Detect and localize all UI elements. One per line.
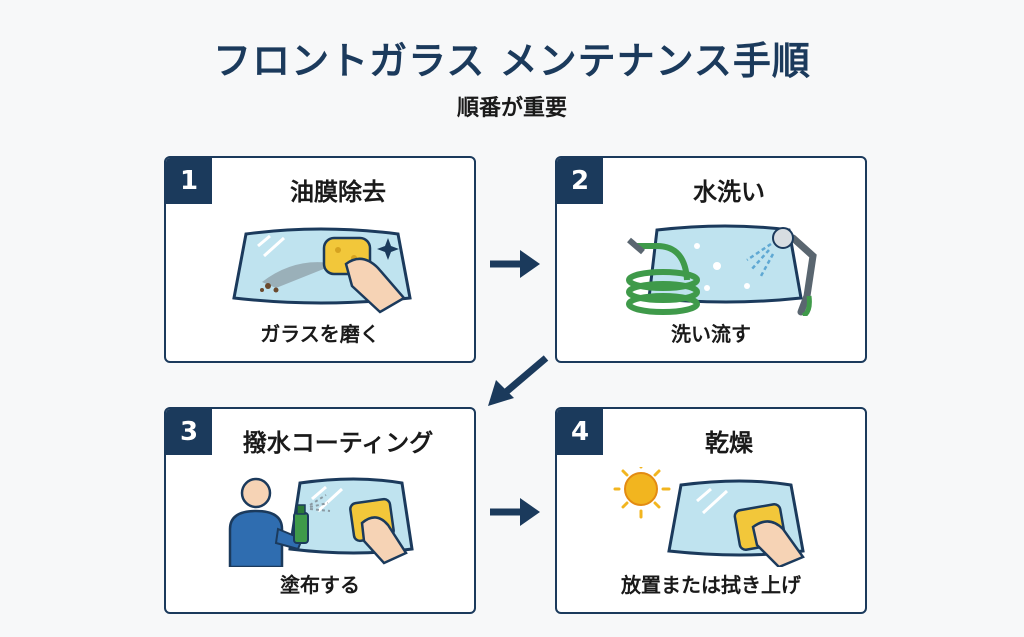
step-card-1: 1 油膜除去 ガラスを磨く	[164, 156, 476, 363]
step-number-badge: 4	[557, 409, 603, 455]
step-number-badge: 2	[557, 158, 603, 204]
hand-icon	[751, 520, 805, 567]
person-body	[228, 509, 284, 567]
step-title: 乾燥	[705, 429, 753, 457]
arrow-right-icon	[490, 250, 540, 278]
step-title: 水洗い	[693, 178, 765, 206]
step-number-badge: 3	[166, 409, 212, 455]
shower-head-icon	[789, 234, 817, 316]
step-caption: 塗布する	[280, 573, 360, 597]
step-title: 油膜除去	[290, 178, 386, 206]
arrow-right-icon	[490, 498, 540, 526]
spray-bottle-icon	[293, 512, 309, 544]
sun-icon	[613, 467, 671, 519]
step-caption: ガラスを磨く	[260, 322, 380, 346]
drying-illustration	[613, 467, 805, 567]
page-title: フロントガラス メンテナンス手順	[213, 39, 811, 83]
arrow-down-left-icon	[488, 355, 549, 406]
windshield-polishing-illustration	[232, 227, 412, 314]
page-subtitle: 順番が重要	[456, 96, 567, 121]
step-card-2: 2 水洗い 洗い流す	[555, 156, 867, 363]
oil-film-smear	[262, 262, 336, 288]
sparkle-icon	[377, 238, 399, 260]
step-number-badge: 1	[166, 158, 212, 204]
step-card-4: 4 乾燥 放置または拭き上げ	[555, 407, 867, 614]
step-caption: 洗い流す	[671, 322, 751, 346]
water-spray	[746, 242, 775, 277]
hand-icon	[360, 516, 408, 565]
hose-reel-icon	[626, 281, 700, 303]
coating-illustration	[228, 477, 414, 567]
step-title: 撥水コーティング	[242, 429, 434, 457]
person-head	[240, 477, 272, 509]
step-card-3: 3 撥水コーティング 塗布する	[164, 407, 476, 614]
rinsing-illustration	[626, 224, 817, 316]
hand-icon	[344, 257, 406, 314]
step-caption: 放置または拭き上げ	[621, 573, 801, 597]
